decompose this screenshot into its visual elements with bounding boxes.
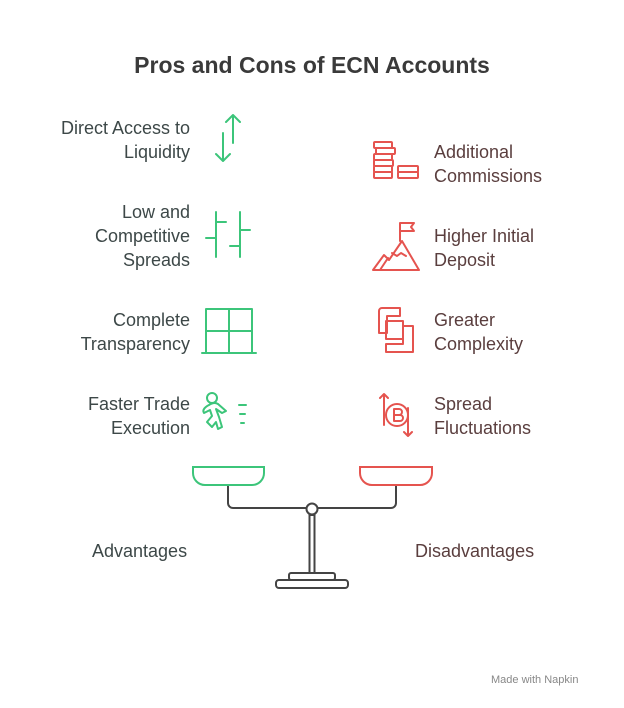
right-pan (359, 466, 433, 486)
mountain-flag-icon (372, 222, 420, 271)
left-pan (192, 466, 265, 486)
scale-base-bottom (275, 579, 349, 589)
label-line: Higher Initial (434, 226, 535, 246)
label-line: Direct Access to (60, 118, 190, 138)
label-line: Complexity (434, 334, 524, 354)
advantages-label: Advantages (92, 541, 188, 561)
advantage-direct-access: Direct Access to Liquidity (61, 116, 190, 164)
label-line: Liquidity (123, 142, 190, 162)
label-line: Additional (434, 142, 514, 162)
label-line: Complete (112, 310, 190, 330)
up-down-arrows-icon (215, 114, 241, 162)
scale-pole (308, 514, 316, 575)
bitcoin-fluctuation-icon (379, 393, 413, 437)
candlestick-chart-icon (205, 211, 251, 258)
running-person-icon (202, 392, 247, 430)
label-line: Spread (434, 394, 493, 414)
label-line: Low and (121, 202, 190, 222)
coin-stacks-icon (373, 141, 419, 179)
label-line: Transparency (80, 334, 190, 354)
disadvantages-label: Disadvantages (415, 541, 535, 561)
overlapping-squares-icon (378, 307, 414, 353)
label-line: Competitive (94, 226, 190, 246)
label-line: Greater (434, 310, 496, 330)
napkin-watermark: Made with Napkin (491, 674, 579, 686)
label-line: Commissions (434, 166, 543, 186)
balance-scale (192, 466, 433, 589)
label-line: Deposit (434, 250, 496, 270)
label-line: Execution (110, 418, 190, 438)
scale-pivot (305, 502, 319, 516)
window-icon (201, 308, 257, 354)
label-line: Fluctuations (434, 418, 532, 438)
label-line: Spreads (122, 250, 190, 270)
page-title: Pros and Cons of ECN Accounts (134, 52, 490, 78)
scale-base-top (288, 572, 336, 581)
label-line: Faster Trade (87, 394, 190, 414)
